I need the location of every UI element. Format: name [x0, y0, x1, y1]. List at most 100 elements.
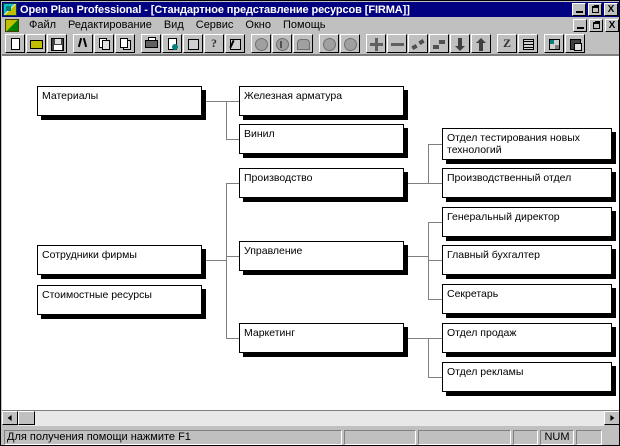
close-button[interactable]: X: [604, 3, 618, 16]
ellipse-button-2[interactable]: [340, 34, 360, 53]
status-bar: Для получения помощи нажмите F1 NUM: [2, 426, 619, 445]
scrollbar-track[interactable]: [18, 411, 604, 426]
arrow-question-icon: [226, 35, 244, 52]
child-minimize-button[interactable]: [573, 18, 587, 32]
connector-line: [226, 256, 239, 257]
connector-line: [226, 338, 239, 339]
print-preview-button[interactable]: [162, 34, 182, 53]
diagram-node[interactable]: Производство: [239, 168, 404, 198]
scrollbar-thumb[interactable]: [18, 411, 35, 425]
context-help-button[interactable]: [225, 34, 245, 53]
connector-line: [226, 101, 227, 139]
paste-button[interactable]: [115, 34, 135, 53]
ellipse-button-1[interactable]: [319, 34, 339, 53]
copy-button[interactable]: [94, 34, 114, 53]
cut-button[interactable]: [73, 34, 93, 53]
child-restore-button[interactable]: [589, 18, 603, 32]
menu-item-file[interactable]: Файл: [29, 19, 57, 31]
printer-icon: [142, 35, 160, 52]
question-mark-icon: ?: [211, 36, 217, 50]
fullscreen-icon: [566, 35, 584, 52]
status-badge-num: NUM: [540, 429, 574, 445]
layout-button[interactable]: [544, 34, 564, 53]
sort-button[interactable]: [183, 34, 203, 53]
diagram-node[interactable]: Отдел рекламы: [442, 362, 612, 392]
connector-line: [428, 377, 442, 378]
title-bar: Open Plan Professional - [Стандартное пр…: [2, 2, 619, 17]
connector-line: [428, 144, 442, 145]
grid-view-button[interactable]: [518, 34, 538, 53]
resource-view-button[interactable]: [251, 34, 271, 53]
minus-icon: [388, 35, 406, 52]
diagram-node[interactable]: Генеральный директор: [442, 207, 612, 237]
document-window-icon[interactable]: [5, 18, 19, 32]
new-file-button[interactable]: [5, 34, 25, 53]
grid-table-icon: [519, 35, 537, 52]
scroll-left-button[interactable]: [2, 411, 18, 425]
menu-item-view[interactable]: Вид: [163, 19, 184, 31]
move-up-button[interactable]: [471, 34, 491, 53]
menu-item-edit[interactable]: Редактирование: [68, 19, 152, 31]
scroll-left-arrow-icon: [7, 415, 12, 421]
status-pane-3: [513, 429, 538, 445]
arrow-up-icon: [472, 35, 490, 52]
diagram-node[interactable]: Стоимостные ресурсы: [37, 285, 202, 315]
menu-item-help[interactable]: Помощь: [282, 19, 326, 31]
arrow-down-icon: [451, 35, 469, 52]
openplan-app-icon[interactable]: [3, 3, 17, 16]
diagram-node[interactable]: Секретарь: [442, 284, 612, 314]
menu-item-tools[interactable]: Сервис: [195, 19, 234, 31]
sort-icon: [184, 35, 202, 52]
restore-button[interactable]: [588, 3, 602, 16]
connector-line: [226, 101, 239, 102]
diagram-node[interactable]: Винил: [239, 124, 404, 154]
diagram-node[interactable]: Маркетинг: [239, 323, 404, 353]
link-button[interactable]: [408, 34, 428, 53]
window-title: Open Plan Professional - [Стандартное пр…: [20, 3, 410, 16]
filled-circle-icon: [341, 35, 359, 52]
child-close-icon: X: [608, 19, 616, 31]
zigzag-z-icon: Z: [502, 36, 511, 50]
connector-line: [408, 256, 428, 257]
filled-circle-icon: [320, 35, 338, 52]
scroll-right-button[interactable]: [604, 411, 619, 425]
print-button[interactable]: [141, 34, 161, 53]
minimize-button[interactable]: [572, 3, 586, 16]
help-button[interactable]: ?: [204, 34, 224, 53]
resource-detail-button[interactable]: [272, 34, 292, 53]
diagram-node[interactable]: Железная арматура: [239, 86, 404, 116]
remove-node-button[interactable]: [387, 34, 407, 53]
connector-line: [428, 144, 429, 183]
resize-grip[interactable]: [604, 430, 618, 444]
circle-detail-icon: [273, 35, 291, 52]
diagram-node[interactable]: Главный бухгалтер: [442, 245, 612, 275]
diagram-node[interactable]: Производственный отдел: [442, 168, 612, 198]
horizontal-scrollbar[interactable]: [2, 410, 619, 426]
add-node-button[interactable]: [366, 34, 386, 53]
save-file-button[interactable]: [47, 34, 67, 53]
status-pane-1: [344, 429, 416, 445]
diagram-node[interactable]: Сотрудники фирмы: [37, 245, 202, 275]
connector-line: [428, 260, 442, 261]
open-folder-icon: [27, 35, 45, 52]
diagram-node[interactable]: Материалы: [37, 86, 202, 116]
close-icon: X: [607, 4, 615, 15]
connector-line: [428, 183, 442, 184]
fullscreen-button[interactable]: [565, 34, 585, 53]
clipboard-paste-icon: [116, 35, 134, 52]
connector-line: [206, 101, 226, 102]
move-down-button[interactable]: [450, 34, 470, 53]
diagram-node[interactable]: Отдел тестирования новых технологий: [442, 128, 612, 160]
child-close-button[interactable]: X: [605, 18, 619, 32]
resource-group-button[interactable]: [293, 34, 313, 53]
menu-item-window[interactable]: Окно: [245, 19, 271, 31]
zigzag-button[interactable]: Z: [497, 34, 517, 53]
step-button[interactable]: [429, 34, 449, 53]
connector-line: [428, 299, 442, 300]
diagram-node[interactable]: Управление: [239, 241, 404, 271]
new-page-icon: [6, 35, 24, 52]
open-file-button[interactable]: [26, 34, 46, 53]
diagram-node[interactable]: Отдел продаж: [442, 323, 612, 353]
